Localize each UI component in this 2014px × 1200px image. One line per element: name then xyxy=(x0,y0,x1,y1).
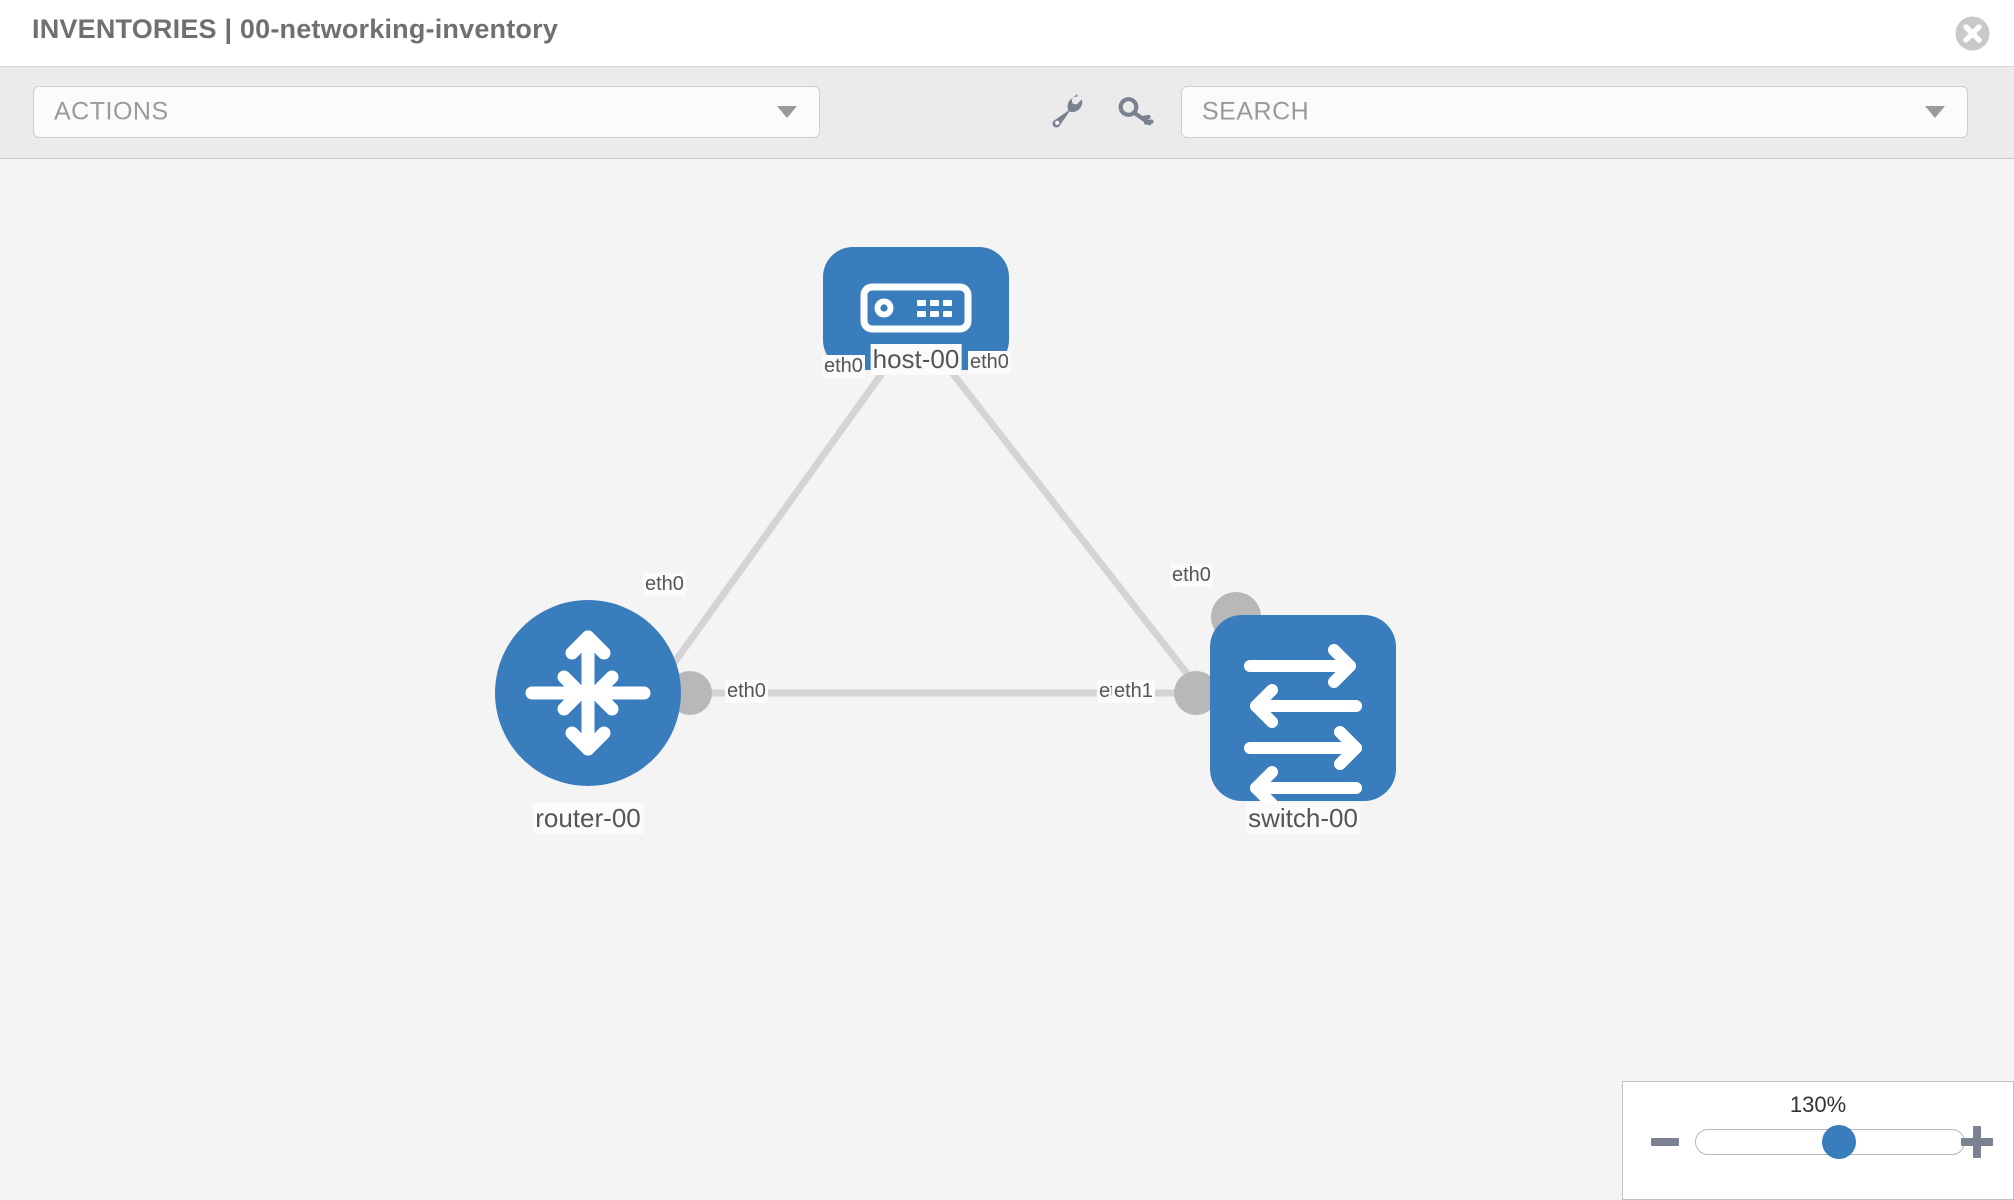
zoom-slider-thumb[interactable] xyxy=(1822,1125,1856,1159)
endpoint-switch-left xyxy=(1174,671,1218,715)
router-icon xyxy=(525,630,651,756)
server-icon-details xyxy=(874,298,952,318)
node-router-00 xyxy=(495,600,681,786)
chevron-down-icon xyxy=(1925,106,1945,118)
search-input[interactable]: SEARCH xyxy=(1181,86,1968,138)
switch-icon xyxy=(1244,644,1362,810)
interface-label: eth0 xyxy=(822,355,865,378)
interface-label: eth1 xyxy=(1112,680,1155,703)
wrench-icon[interactable] xyxy=(1046,90,1090,134)
server-icon xyxy=(860,283,972,333)
zoom-level-value: 130% xyxy=(1789,1092,1847,1117)
actions-dropdown[interactable]: ACTIONS xyxy=(33,86,820,138)
page-header: INVENTORIES | 00-networking-inventory xyxy=(0,0,2014,67)
zoom-slider[interactable] xyxy=(1695,1125,1965,1159)
toolbar: ACTIONS SEARCH xyxy=(0,67,2014,159)
interface-label: eth0 xyxy=(725,680,768,703)
node-host-00 xyxy=(823,247,1009,370)
node-switch-00 xyxy=(1210,615,1396,810)
node-label-switch-00: switch-00 xyxy=(1246,803,1360,834)
interface-label: eth0 xyxy=(968,351,1011,374)
chevron-down-icon xyxy=(777,106,797,118)
interface-label: eth0 xyxy=(643,573,686,596)
topology-graph xyxy=(495,247,1396,810)
topology-canvas[interactable]: host-00 router-00 switch-00 eth0 eth0 et… xyxy=(0,159,2014,1200)
close-icon[interactable] xyxy=(1953,14,1992,53)
zoom-control-panel: 130% xyxy=(1622,1081,2014,1200)
node-label-router-00: router-00 xyxy=(533,803,643,834)
zoom-in-button[interactable] xyxy=(1961,1126,1993,1158)
actions-dropdown-label: ACTIONS xyxy=(54,97,169,126)
key-icon[interactable] xyxy=(1113,90,1157,134)
search-placeholder: SEARCH xyxy=(1202,97,1310,126)
interface-label: eth0 xyxy=(1170,564,1213,587)
page-title: INVENTORIES | 00-networking-inventory xyxy=(32,14,559,44)
zoom-out-button[interactable] xyxy=(1651,1138,1679,1146)
node-label-host-00: host-00 xyxy=(870,344,962,375)
